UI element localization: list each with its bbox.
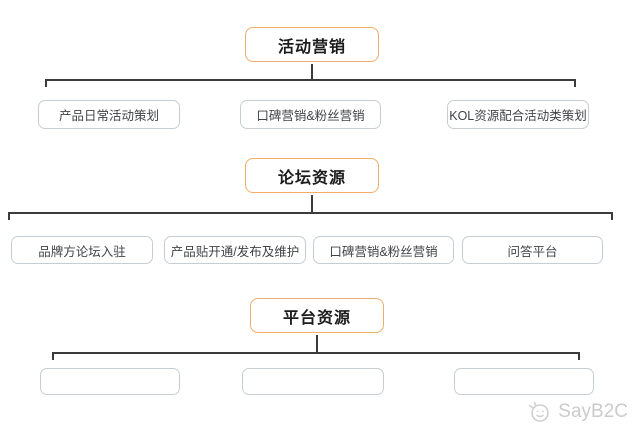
node-qa-platform: 问答平台 [462,236,603,264]
node-empty-1 [40,368,180,395]
section-title-forum-resources: 论坛资源 [245,158,379,193]
connector-branch-line [8,212,613,220]
watermark-label: SayB2C [558,400,628,422]
connector-branch-line [45,79,576,87]
node-product-daily-activity-planning: 产品日常活动策划 [38,100,180,129]
connector-branch-line [52,352,580,360]
section-title-activity-marketing: 活动营销 [245,27,379,62]
connector-stub [311,195,313,212]
node-kol-resource-activity-planning: KOL资源配合活动类策划 [447,100,589,129]
node-product-post-publish-maintain: 产品贴开通/发布及维护 [164,236,306,264]
node-empty-2 [242,368,384,395]
node-wom-fan-marketing-1: 口碑营销&粉丝营销 [240,100,381,129]
connector-stub [311,64,313,79]
connector-stub [316,335,318,352]
node-wom-fan-marketing-2: 口碑营销&粉丝营销 [313,236,454,264]
node-empty-3 [454,368,594,395]
mascot-speaker-icon [526,399,553,424]
section-title-platform-resources: 平台资源 [250,298,384,333]
watermark: SayB2C [526,399,628,424]
node-brand-forum-entry: 品牌方论坛入驻 [11,236,153,264]
